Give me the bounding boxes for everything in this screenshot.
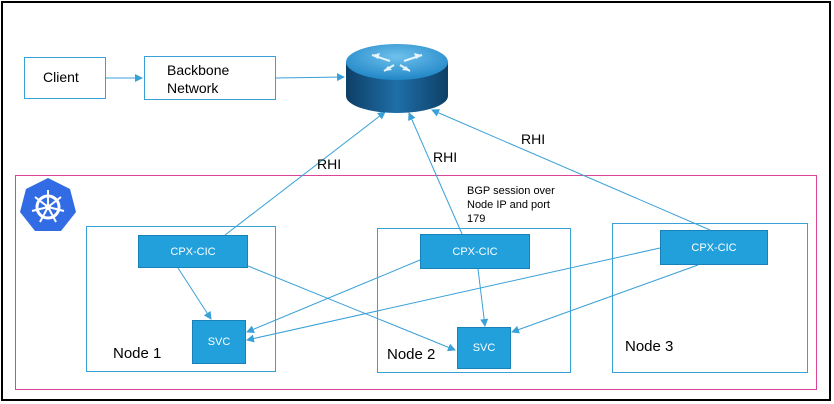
- node-1-rhi-arrow: [224, 111, 386, 236]
- backbone-label-line2: Network: [167, 80, 219, 96]
- cluster-boundary: [15, 175, 817, 390]
- node-1-svc-box: SVC: [192, 320, 246, 364]
- client-box: Client: [24, 57, 106, 99]
- node-2-cpx-cic-box: CPX-CIC: [420, 234, 530, 269]
- client-label: Client: [43, 69, 79, 85]
- node-3-cpx-to-svc-1: [246, 247, 661, 343]
- bgp-note-line2: Node IP and port: [467, 199, 550, 211]
- node-3-cpx-cic-box: CPX-CIC: [660, 230, 768, 265]
- backbone-label-line1: Backbone: [167, 62, 230, 78]
- node-1-cpx-cic-box: CPX-CIC: [138, 235, 248, 268]
- backbone-network-box: Backbone Network: [144, 56, 276, 100]
- node-2-rhi-arrow: [408, 112, 463, 235]
- node-1-label: Node 1: [113, 345, 162, 362]
- node-3-rhi-arrow: [431, 109, 711, 231]
- node-2-svc-box: SVC: [457, 327, 511, 369]
- node-3-cpx-to-svc-2: [511, 264, 699, 334]
- bgp-note-line3: 179: [467, 213, 486, 225]
- rhi-label-1: RHI: [317, 156, 342, 172]
- bgp-note-line1: BGP session over: [467, 185, 555, 197]
- node-1-cpx-to-svc-1: [177, 267, 212, 320]
- rhi-label-3: RHI: [521, 131, 546, 147]
- backbone-to-router-arrow: [275, 73, 345, 82]
- node-3-label: Node 3: [625, 338, 674, 355]
- node-2-label: Node 2: [387, 346, 436, 363]
- rhi-label-2: RHI: [433, 149, 458, 165]
- node-2-cpx-to-svc-2: [477, 268, 489, 327]
- node-2-cpx-to-svc-1: [246, 259, 421, 334]
- node-1-cpx-to-svc-2: [247, 265, 456, 352]
